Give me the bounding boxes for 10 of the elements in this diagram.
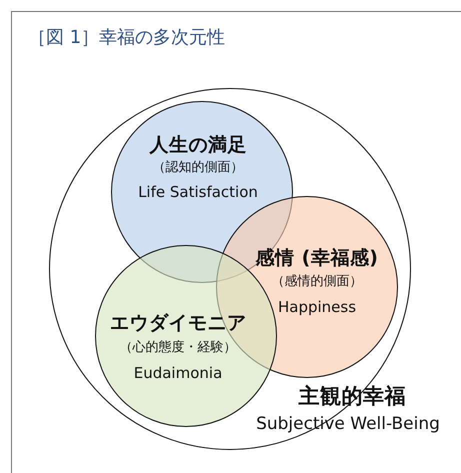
heading: エウダイモニア	[110, 311, 246, 336]
subheading: （感情的側面）	[272, 273, 362, 290]
subheading: （認知的側面）	[152, 159, 244, 176]
heading: 人生の満足	[149, 133, 247, 158]
english-label: Happiness	[278, 298, 356, 316]
heading: 感情 (幸福感)	[256, 246, 378, 271]
figure-title: ［図 1］幸福の多次元性	[28, 26, 226, 49]
english-label: Life Satisfaction	[138, 183, 258, 201]
english-label: Eudaimonia	[134, 364, 222, 382]
subheading: （心的態度・経験）	[120, 339, 236, 356]
